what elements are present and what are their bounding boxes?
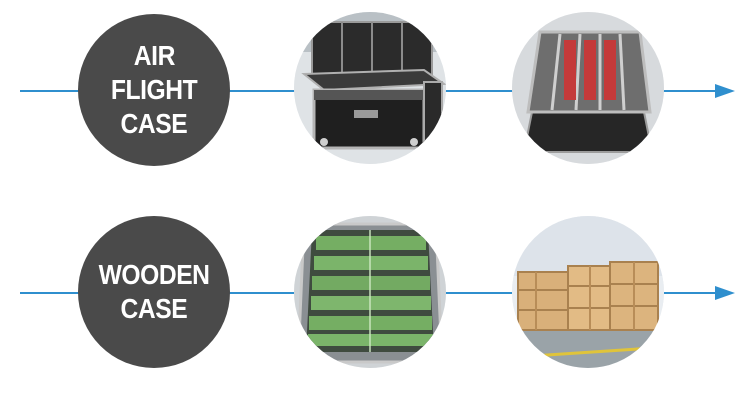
label-line: FLIGHT: [110, 74, 198, 105]
wooden-crates-photo: [512, 216, 664, 368]
label-line: CASE: [120, 108, 188, 139]
label-line: AIR: [133, 40, 175, 71]
label-line: CASE: [120, 293, 188, 324]
row2-arrow-icon: [715, 286, 735, 300]
row1-arrow-icon: [715, 84, 735, 98]
label-line: WOODEN: [98, 259, 210, 290]
wooden-case-label: WOODEN CASE: [78, 216, 230, 368]
air-flight-case-label: AIR FLIGHT CASE: [78, 14, 230, 166]
open-flight-case-photo: [512, 12, 664, 164]
stacked-flight-cases-photo: [294, 12, 446, 164]
wrapped-panels-in-case-photo: [294, 216, 446, 368]
